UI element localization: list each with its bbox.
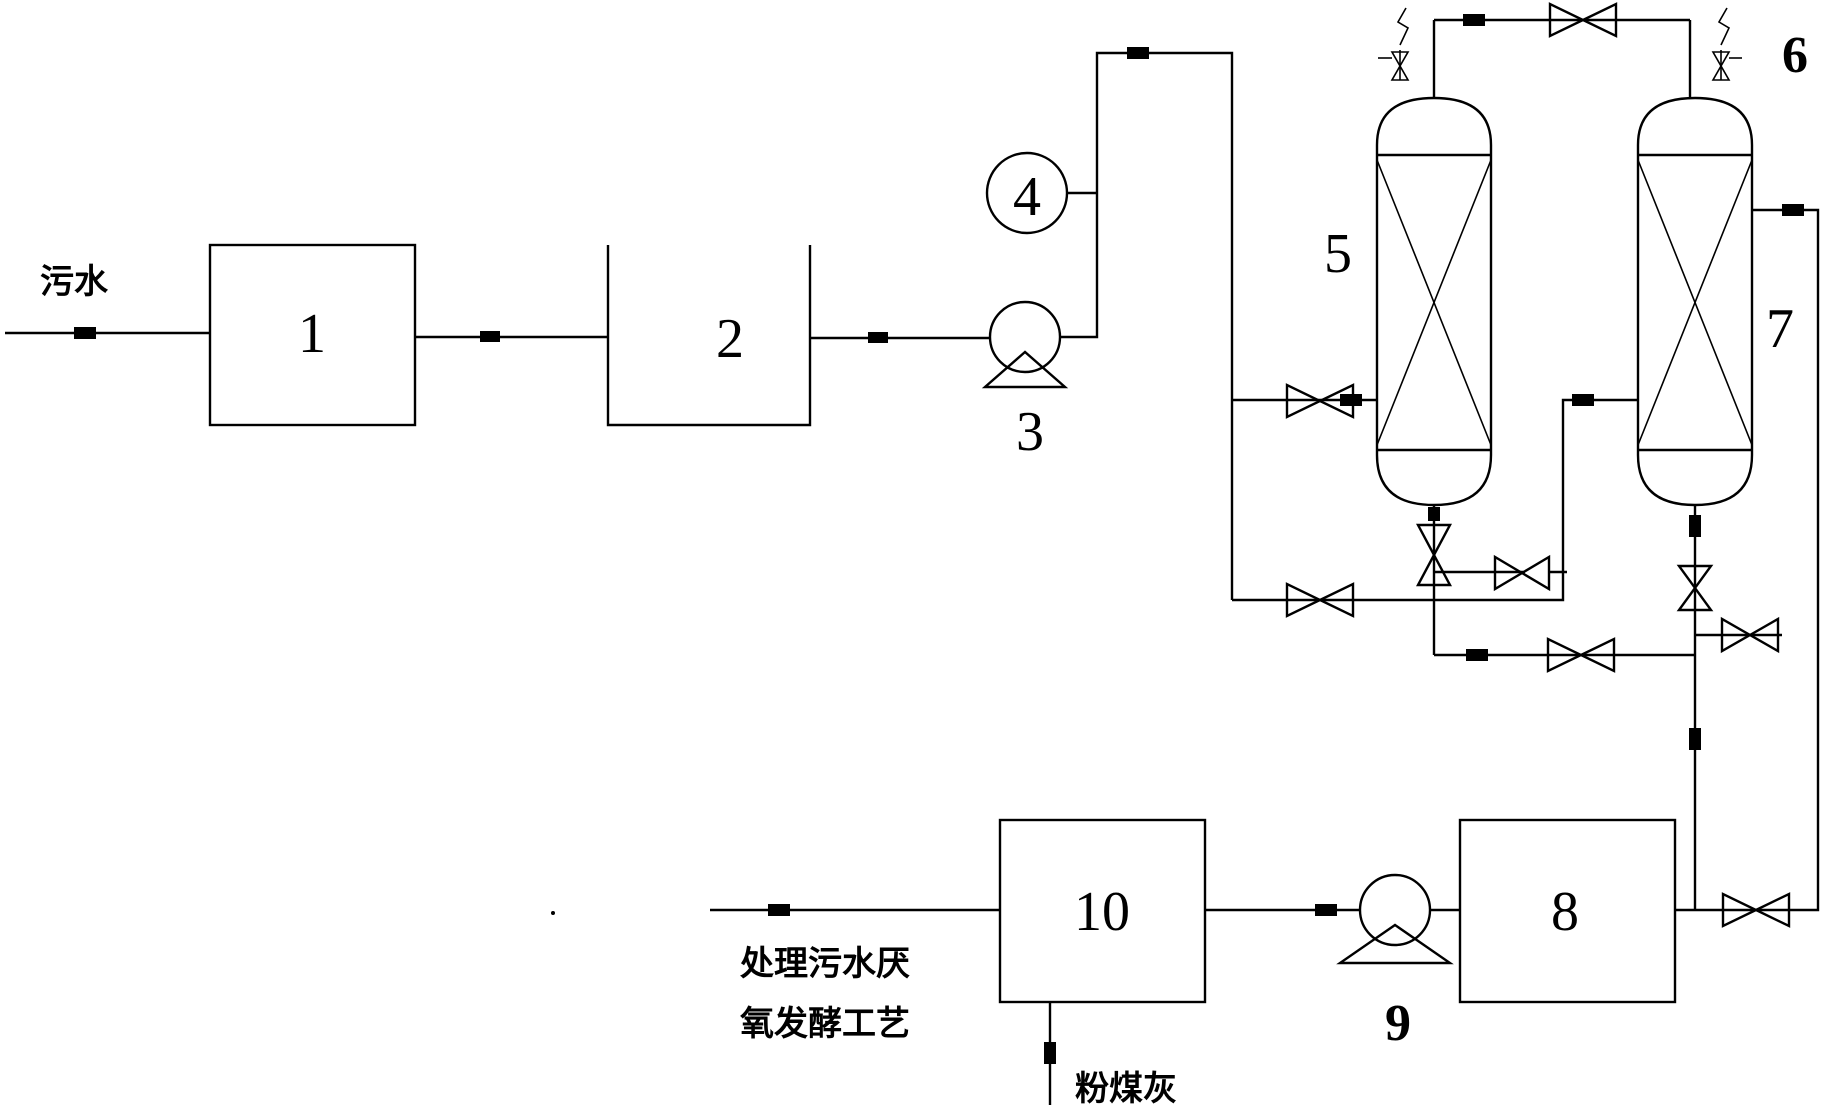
unit-3-label: 3 [1016,401,1044,463]
flow-arrow [1127,47,1149,59]
unit-7-label: 7 [1766,298,1794,360]
valve-icon [1416,523,1452,587]
gauge-4-icon [985,151,1069,235]
pump-9-icon [1336,873,1454,965]
unit-10-box [998,818,1207,1004]
flow-arrow [74,327,96,339]
relief-valve-icon [1378,7,1410,81]
unit-1-label: 1 [298,303,326,365]
valve-icon [1721,892,1791,928]
pipe-to-column-7-side [1435,398,1638,602]
flow-arrow [1044,1042,1056,1064]
valve-icon [1676,564,1714,612]
unit-5-label: 5 [1324,223,1352,285]
valve-icon [1720,616,1780,654]
valve-icon [1548,2,1618,38]
stray-dot [551,911,555,915]
flow-arrow [1466,649,1488,661]
inlet-label: 污水 [40,262,109,302]
unit-2-label: 2 [716,308,744,370]
relief-valve-icon [1711,7,1742,81]
flow-arrow [1315,904,1337,916]
flow-arrow [1689,515,1701,537]
column-7-bypass-pipe [1695,208,1820,912]
valve-icon [1546,637,1616,673]
flow-arrow [1782,204,1804,216]
flow-arrow [1428,507,1440,521]
valve-icon [1285,582,1355,618]
pump-3-icon [981,300,1069,389]
flow-arrow [1689,728,1701,750]
flow-arrow [768,904,790,916]
unit-8-label: 8 [1551,881,1579,943]
unit-10-label: 10 [1074,881,1130,943]
flyash-label: 粉煤灰 [1075,1069,1177,1109]
outlet-label-line2: 氧发酵工艺 [740,1004,910,1044]
unit-4-label: 4 [1013,166,1041,228]
unit-6-label: 6 [1782,27,1808,84]
unit-2-tank [606,245,812,427]
column-5-vessel [1375,96,1493,507]
unit-1-box [208,243,417,427]
flow-arrow [868,332,888,343]
flow-arrow [1572,394,1594,406]
unit-8-box [1458,818,1677,1004]
flow-arrow [1340,394,1362,406]
flow-arrow [1463,14,1485,26]
outlet-label-line1: 处理污水厌 [739,944,910,984]
flow-arrow [480,331,500,342]
unit-9-label: 9 [1385,995,1411,1052]
column-7-vessel [1636,96,1754,507]
pump-3-discharge-pipe [1060,51,1234,400]
